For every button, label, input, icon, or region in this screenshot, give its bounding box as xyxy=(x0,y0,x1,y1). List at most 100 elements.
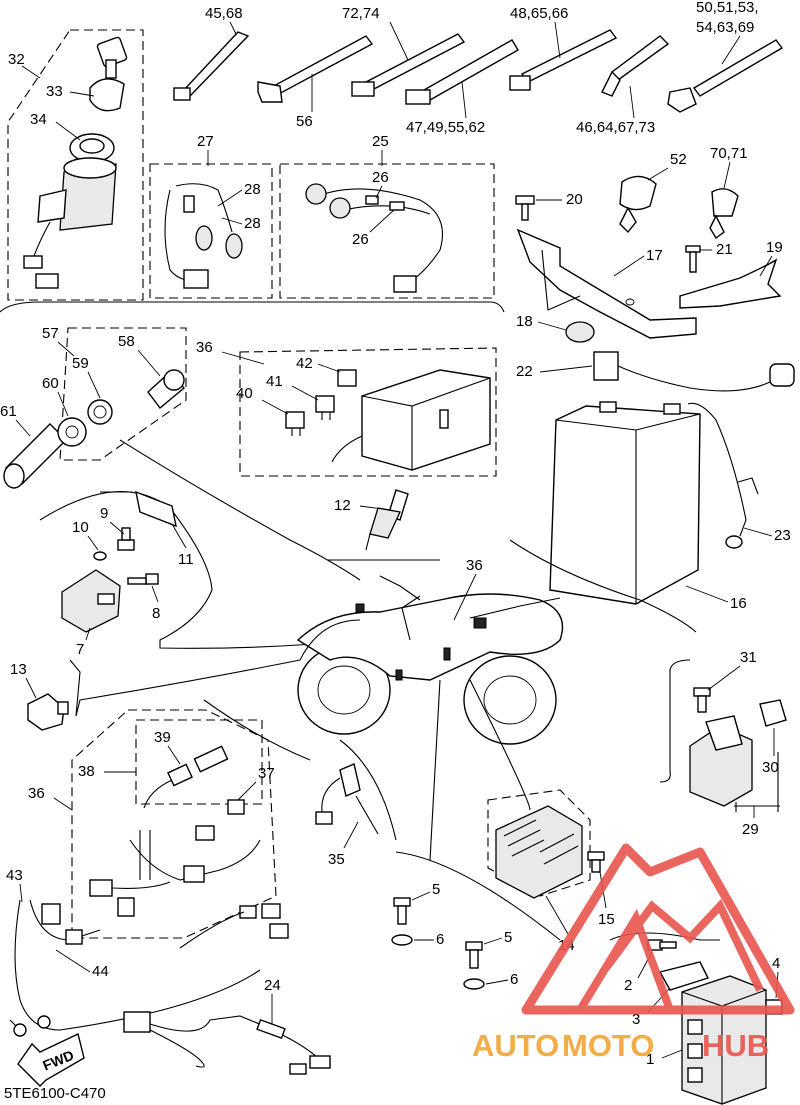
washer-10 xyxy=(93,551,107,561)
callout-44: 44 xyxy=(92,963,109,980)
fuse-box xyxy=(331,369,491,471)
atv-vehicle xyxy=(296,575,564,745)
minus-lead-23 xyxy=(687,402,759,549)
bolt-5-b xyxy=(465,941,483,969)
callout-5-a: 5 xyxy=(432,881,440,898)
callout-19: 19 xyxy=(766,239,783,256)
callout-11: 11 xyxy=(178,551,194,568)
gear-60 xyxy=(57,417,87,447)
callout-21: 21 xyxy=(716,241,733,258)
callout-40: 40 xyxy=(236,385,253,402)
callout-28-a: 28 xyxy=(244,181,261,198)
fuse-22 xyxy=(593,351,795,392)
callout-70-71: 70,71 xyxy=(710,145,748,162)
fuse-42 xyxy=(337,369,357,387)
starter-relay xyxy=(689,715,753,807)
callout-57: 57 xyxy=(42,325,59,342)
callout-42: 42 xyxy=(296,355,313,372)
callout-50-line1: 50,51,53, xyxy=(696,0,759,16)
callout-31: 31 xyxy=(740,649,757,666)
cable-tie-45-68 xyxy=(173,31,250,101)
callout-3: 3 xyxy=(632,1011,640,1028)
callout-5-b: 5 xyxy=(504,929,512,946)
callout-60: 60 xyxy=(42,375,59,392)
switch-35 xyxy=(315,763,379,835)
callout-20: 20 xyxy=(566,191,583,208)
harness-group-36-outline xyxy=(71,709,277,939)
cable-tie-72-74 xyxy=(351,33,466,97)
washer-6-a xyxy=(391,934,413,946)
callout-61: 61 xyxy=(0,403,17,420)
bolt-31 xyxy=(693,687,711,713)
cable-tie-48-65-66 xyxy=(509,29,618,91)
battery-16 xyxy=(549,401,701,605)
lead-group-27-outline xyxy=(149,163,273,299)
screw-21 xyxy=(685,245,701,273)
grip-61 xyxy=(3,423,67,489)
watermark-hub: HUB xyxy=(702,1028,769,1063)
callout-52: 52 xyxy=(670,151,687,168)
main-switch-body xyxy=(23,157,117,289)
relay-cover-30 xyxy=(759,699,787,727)
bolt-15 xyxy=(587,851,605,873)
callout-37: 37 xyxy=(258,765,275,782)
callout-45-68: 45,68 xyxy=(205,5,243,22)
ignition-coil-7 xyxy=(61,569,121,633)
bolt-2 xyxy=(647,939,677,951)
fwd-arrow-icon: FWD xyxy=(17,1033,85,1087)
callout-10: 10 xyxy=(72,519,89,536)
callout-39: 39 xyxy=(154,729,171,746)
main-switch-group-outline xyxy=(7,29,144,301)
diagram-code: 5TE6100-C470 xyxy=(4,1085,106,1102)
callout-33: 33 xyxy=(46,83,63,100)
callout-30: 30 xyxy=(762,759,779,776)
switch-58 xyxy=(147,369,185,410)
callout-46-64-67-73: 46,64,67,73 xyxy=(576,119,655,136)
callout-32: 32 xyxy=(8,51,25,68)
bolt-20 xyxy=(515,195,535,221)
callout-29: 29 xyxy=(742,821,759,838)
callout-58: 58 xyxy=(118,333,135,350)
callout-7: 7 xyxy=(76,641,84,658)
watermark-auto: AUTO xyxy=(472,1028,559,1063)
fuse-box-group-outline xyxy=(239,347,497,477)
callout-24: 24 xyxy=(264,977,281,994)
callout-23: 23 xyxy=(774,527,791,544)
key-33 xyxy=(89,36,128,112)
cable-tie-47 xyxy=(405,39,519,105)
callout-18: 18 xyxy=(516,313,533,330)
watermark-moto: MOTO xyxy=(562,1028,654,1063)
cap-59 xyxy=(87,399,113,425)
harness-36 xyxy=(89,825,261,917)
callout-25: 25 xyxy=(372,133,389,150)
bracket-3 xyxy=(658,961,709,991)
callout-72-74: 72,74 xyxy=(342,5,380,22)
callout-2: 2 xyxy=(624,977,632,994)
fuse-40 xyxy=(285,411,305,436)
callout-17: 17 xyxy=(646,247,663,264)
callout-16: 16 xyxy=(730,595,747,612)
callout-36-fuse: 36 xyxy=(196,339,213,356)
lead-27 xyxy=(164,183,243,289)
callout-6-a: 6 xyxy=(436,931,444,948)
cap-18 xyxy=(565,321,595,343)
callout-36-vehicle: 36 xyxy=(466,557,483,574)
callout-27: 27 xyxy=(197,133,214,150)
sub-lead-39-outline xyxy=(135,719,263,805)
callout-22: 22 xyxy=(516,363,533,380)
callout-15: 15 xyxy=(598,911,615,928)
hose-11 xyxy=(100,490,177,528)
clamp-50 xyxy=(667,39,784,113)
callout-26-b: 26 xyxy=(352,231,369,248)
bolt-8 xyxy=(127,573,159,585)
cable-tie-56 xyxy=(257,35,374,103)
callout-1: 1 xyxy=(646,1051,654,1068)
lead-group-25-outline xyxy=(279,163,495,299)
callout-47-49-55-62: 47,49,55,62 xyxy=(406,119,485,136)
callout-35: 35 xyxy=(328,851,345,868)
callout-9: 9 xyxy=(100,505,108,522)
callout-56: 56 xyxy=(296,113,313,130)
callout-4: 4 xyxy=(772,955,780,972)
callout-13: 13 xyxy=(10,661,27,678)
